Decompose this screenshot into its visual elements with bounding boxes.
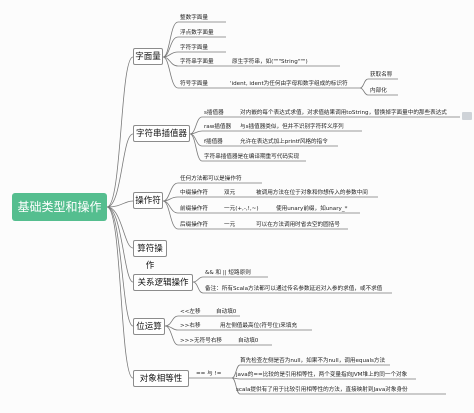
root-node[interactable]: 基础类型和操作	[12, 193, 107, 221]
bit-right-desc: 用左侧值最高位(符号位)来填充	[220, 323, 298, 329]
highlight-bar	[462, 112, 472, 120]
node-logical[interactable]: 关系逻辑操作	[133, 274, 193, 291]
node-equality[interactable]: 对象相等性	[133, 370, 189, 387]
bit-unsigned-op: >>>无符号右移	[180, 338, 223, 344]
interp-f-name: f插值器	[204, 139, 223, 145]
node-bitwise[interactable]: 位运算	[133, 318, 165, 335]
literal-float: 浮点数字面量	[180, 30, 214, 36]
literal-symbol-note: 'ident, ident为任何由字母和数字组成的标识符	[230, 81, 348, 87]
node-literals[interactable]: 字面量	[133, 48, 163, 65]
literal-symbol: 符号字面量	[180, 81, 208, 87]
op-prefix-kind: 一元(+,-,!,~)	[224, 206, 259, 212]
literal-string-note: 原生字符串，如("""String""")	[232, 59, 308, 65]
op-prefix-name: 前缀操作符	[180, 206, 208, 212]
equality-operators: == 与 !=	[196, 371, 222, 377]
bit-left-op: <<左移	[180, 309, 201, 315]
logical-short-circuit: && 和 || 短路原则	[205, 270, 251, 276]
equality-null-check: 首先检查左侧是否为null，如果不为null，调用equals方法	[240, 358, 386, 364]
bit-left-desc: 自动填0	[216, 309, 237, 315]
equality-java-ref: java的==比较的是引用相等性，两个变量指向JVM堆上的同一个对象	[236, 372, 408, 378]
op-infix-kind: 双元	[224, 190, 236, 196]
node-interpolation[interactable]: 字符串插值器	[133, 125, 190, 142]
literal-string: 字符串字面量	[180, 59, 214, 65]
symbol-intern: 内部化	[370, 88, 387, 94]
op-prefix-desc: 使用unary前缀，如unary_*	[276, 206, 348, 212]
interp-raw-name: raw插值器	[204, 124, 232, 130]
interp-s-desc: 对内嵌的每个表达式求值，对求值结果调用toString，替换掉字面量中的那些表达…	[240, 110, 447, 116]
op-infix-name: 中缀操作符	[180, 190, 208, 196]
interp-compile-note: 字符串插值器是在编译期重写代码实现	[204, 154, 300, 160]
op-postfix-kind: 一元	[224, 222, 236, 228]
node-operators[interactable]: 操作符	[133, 192, 163, 209]
interp-f-desc: 允许在表达式加上printf风格的指令	[240, 139, 328, 145]
symbol-get-name: 获取名称	[370, 72, 393, 78]
literal-integer: 整数字面量	[180, 15, 208, 21]
logical-by-name-note: 备注：所有Scala方法都可以通过传名参数延迟对入参的求值，或不求值	[205, 286, 383, 292]
interp-s-name: s插值器	[204, 110, 224, 116]
literal-char: 字符字面量	[180, 45, 208, 51]
node-arithmetic[interactable]: 算符操作	[133, 240, 167, 271]
interp-raw-desc: 与s插值器类似，但并不识别字符转义序列	[240, 124, 344, 130]
op-postfix-desc: 可以在方法调用时省去空的圆括号	[256, 222, 340, 228]
operators-intro: 任何方法都可以是操作符	[180, 176, 242, 182]
bit-right-op: >>右移	[180, 323, 201, 329]
op-infix-desc: 被调用方法在位于对象和你想传入的参数中间	[256, 190, 368, 196]
equality-scala-ref: scala提供有了用于比较引用相等性的方法，直接映射到Java对象身份	[236, 387, 408, 393]
op-postfix-name: 后缀操作符	[180, 222, 208, 228]
bit-unsigned-desc: 自动填0	[238, 338, 259, 344]
